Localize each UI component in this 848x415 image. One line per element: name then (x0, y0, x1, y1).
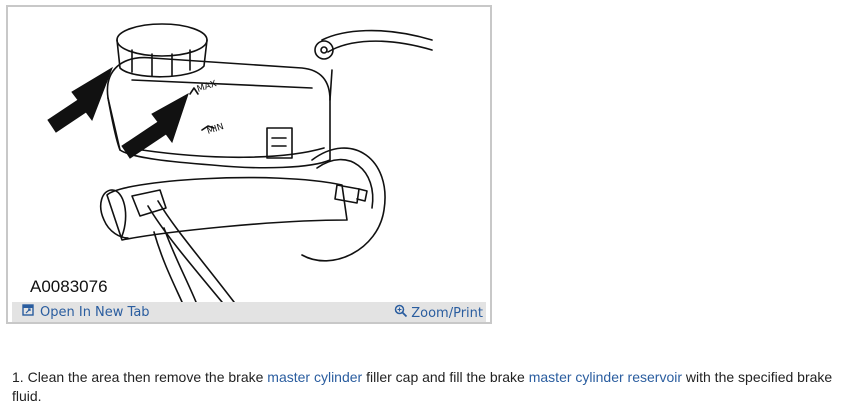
procedure-step: 1. Clean the area then remove the brake … (12, 368, 844, 406)
open-new-tab-icon (22, 304, 34, 320)
max-mark: MAX (196, 79, 218, 95)
min-mark: MIN (206, 122, 225, 137)
master-cylinder-reservoir-link[interactable]: master cylinder reservoir (528, 369, 682, 385)
step-text-1: Clean the area then remove the brake (23, 369, 268, 385)
figure-toolbar: Open In New Tab Zoom/Print (12, 302, 486, 322)
arrow-to-max-mark (121, 92, 189, 159)
open-in-new-tab-label: Open In New Tab (40, 304, 150, 320)
step-text-2: filler cap and fill the brake (362, 369, 529, 385)
brake-master-cylinder-illustration: MAX MIN (12, 10, 488, 302)
arrow-to-cap (47, 66, 113, 133)
master-cylinder-link[interactable]: master cylinder (267, 369, 363, 385)
open-in-new-tab-link[interactable]: Open In New Tab (22, 304, 150, 320)
zoom-print-link[interactable]: Zoom/Print (394, 304, 483, 322)
step-number: 1. (12, 369, 24, 385)
magnifier-icon (394, 304, 408, 322)
figure-id: A0083076 (28, 277, 110, 297)
zoom-print-label: Zoom/Print (411, 305, 483, 321)
figure-frame: MAX MIN A0083076 Open In New Tab (6, 5, 492, 324)
step-text-3: with the specified brake fluid. (12, 369, 833, 404)
